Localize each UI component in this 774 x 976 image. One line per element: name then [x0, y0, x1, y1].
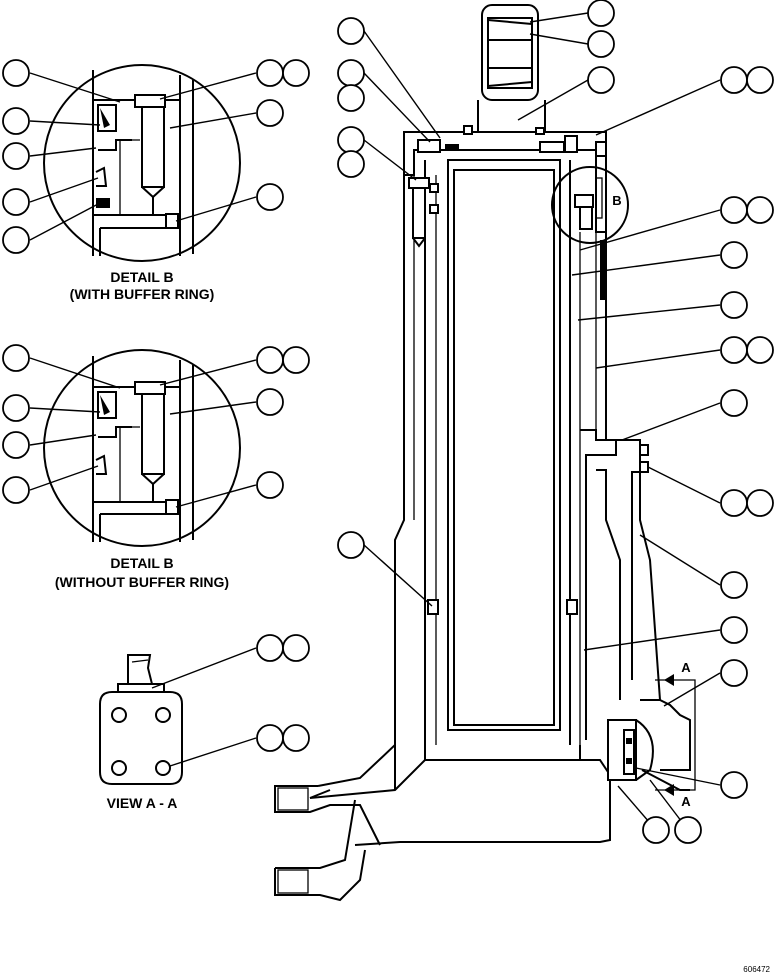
main-strut-assembly	[274, 4, 696, 902]
detail-circle	[43, 349, 241, 547]
view-a-a-caption: VIEW A - A	[107, 795, 178, 811]
main-callouts	[337, 0, 774, 844]
detail-b-without-subtitle: (WITHOUT BUFFER RING)	[55, 574, 229, 590]
detail-b-with-title: DETAIL B	[110, 269, 173, 285]
detail-b-with-buffer-ring	[2, 59, 310, 262]
detail-b-without-buffer-ring	[2, 344, 310, 547]
detail-b-without-title: DETAIL B	[110, 555, 173, 571]
detail-circle	[43, 64, 241, 262]
detail-b-reference-label: B	[612, 193, 621, 208]
section-a-top-label: A	[681, 660, 691, 675]
detail-b-with-subtitle: (WITH BUFFER RING)	[70, 286, 215, 302]
figure-id: 606472	[743, 965, 770, 974]
section-a-bottom-label: A	[681, 794, 691, 809]
view-a-a	[99, 634, 310, 785]
detail-b-reference-circle	[551, 166, 629, 244]
